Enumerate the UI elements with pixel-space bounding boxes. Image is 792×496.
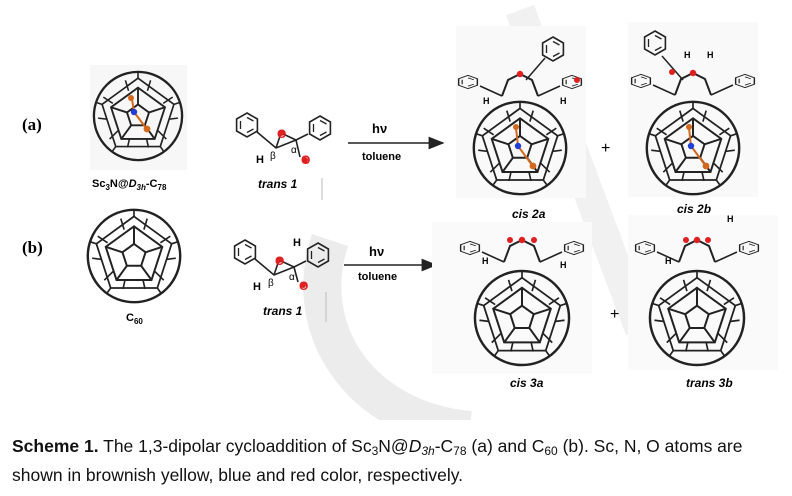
fullerene-c78: [90, 65, 187, 170]
solvent-label-a: toluene: [362, 151, 401, 163]
reaction-scheme: (a) Sc3N@D3h-C78 O O H β α trans 1 hν to…: [22, 4, 778, 420]
caption-text-5: (b). Sc, N, O atoms are shown in brownis…: [12, 436, 743, 485]
trans1-label-b: trans 1: [263, 304, 303, 318]
caption-text-4: (a) and C: [466, 436, 545, 456]
caption-sub-2: 3h: [421, 444, 435, 458]
product-cis-2a: [456, 26, 586, 198]
part-a-label: (a): [22, 115, 42, 134]
watermark-arc: [303, 234, 473, 420]
h-label-2a-right: H: [560, 96, 567, 106]
c60-label: C60: [126, 312, 143, 326]
h-label-3a-right: H: [560, 260, 567, 270]
trans1-label-a: trans 1: [258, 177, 298, 191]
product-trans-3b: [628, 215, 778, 370]
plus-sign-b: +: [610, 306, 619, 323]
c78-label: Sc3N@D3h-C78: [92, 178, 167, 192]
solvent-label-b: toluene: [358, 271, 397, 283]
epoxide-h2-b: H: [293, 237, 301, 249]
epoxide-o2-a: O: [301, 153, 310, 167]
h-label-3b-left: H: [665, 256, 672, 266]
product-cis-3a: [432, 222, 592, 374]
caption-symmetry: D: [408, 436, 422, 456]
alpha-label-a: α: [291, 145, 297, 156]
fullerene-c60: [86, 208, 182, 304]
caption-text-2: N@: [378, 436, 409, 456]
beta-label-b: β: [268, 278, 274, 289]
h-label-3a-left: H: [482, 256, 489, 266]
cis2b-label: cis 2b: [677, 202, 711, 216]
caption-title: Scheme 1.: [12, 436, 99, 456]
epoxide-o2-b: O: [299, 279, 308, 293]
cis2a-label: cis 2a: [512, 207, 546, 221]
cis3a-label: cis 3a: [510, 376, 544, 390]
product-cis-2b: [628, 22, 758, 197]
hv-label-b: hν: [369, 244, 384, 259]
h-label-2b-left: H: [684, 50, 691, 60]
epoxide-trans1-b: [233, 239, 330, 288]
caption-sub-3: 78: [453, 444, 467, 458]
epoxide-h-a: H: [256, 154, 264, 166]
h-label-2b-right: H: [707, 50, 714, 60]
caption-text-3: -C: [434, 436, 454, 456]
trans3b-label: trans 3b: [686, 376, 733, 390]
h-label-2a-left: H: [483, 96, 490, 106]
hv-label-a: hν: [372, 121, 387, 136]
h-label-3b-right: H: [727, 214, 734, 224]
caption-text-1: The 1,3-dipolar cycloaddition of Sc: [98, 436, 372, 456]
epoxide-o-a: O: [277, 127, 286, 141]
beta-label-a: β: [270, 151, 276, 162]
scheme-caption: Scheme 1. The 1,3-dipolar cycloaddition …: [12, 434, 782, 487]
caption-sub-1: 3: [371, 444, 379, 458]
plus-sign-a: +: [601, 140, 610, 157]
caption-sub-4: 60: [544, 444, 558, 458]
part-b-label: (b): [22, 238, 43, 257]
epoxide-trans1-a: [235, 112, 332, 163]
epoxide-h-b: H: [253, 281, 261, 293]
phenyl-ring-icon: [235, 112, 259, 138]
epoxide-o-b: O: [275, 254, 284, 268]
alpha-label-b: α: [289, 272, 295, 283]
